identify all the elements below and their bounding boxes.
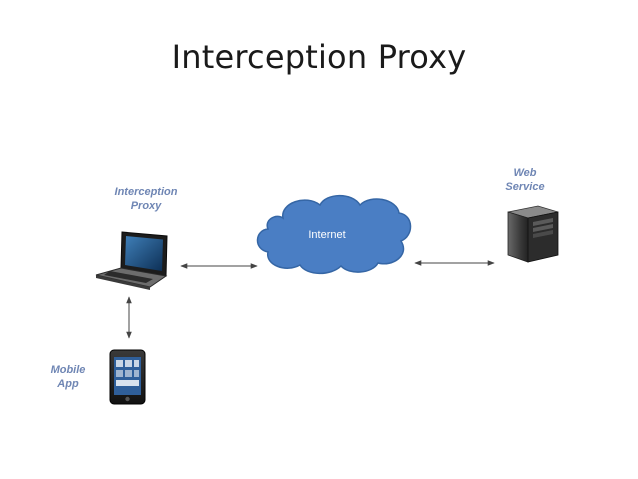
web-service-label: Web Service <box>494 166 556 194</box>
interception-proxy-label-line-1: Interception <box>114 186 178 198</box>
mobile-app-label-line-2: App <box>57 378 79 390</box>
mobile-app-label-line-1: Mobile <box>50 364 86 376</box>
mobile-app-label: Mobile App <box>40 363 96 391</box>
internet-label: Internet <box>308 229 345 241</box>
server-tower-icon <box>507 205 559 263</box>
web-service-label-line-1: Web <box>513 167 537 179</box>
smartphone-icon <box>109 349 146 405</box>
slide-title: Interception Proxy <box>171 38 467 76</box>
cloud-icon: Internet <box>256 194 412 275</box>
interception-proxy-label: Interception Proxy <box>98 185 194 213</box>
interception-proxy-label-line-2: Proxy <box>130 200 162 212</box>
laptop-icon <box>95 231 168 290</box>
web-service-label-line-2: Service <box>505 181 545 193</box>
